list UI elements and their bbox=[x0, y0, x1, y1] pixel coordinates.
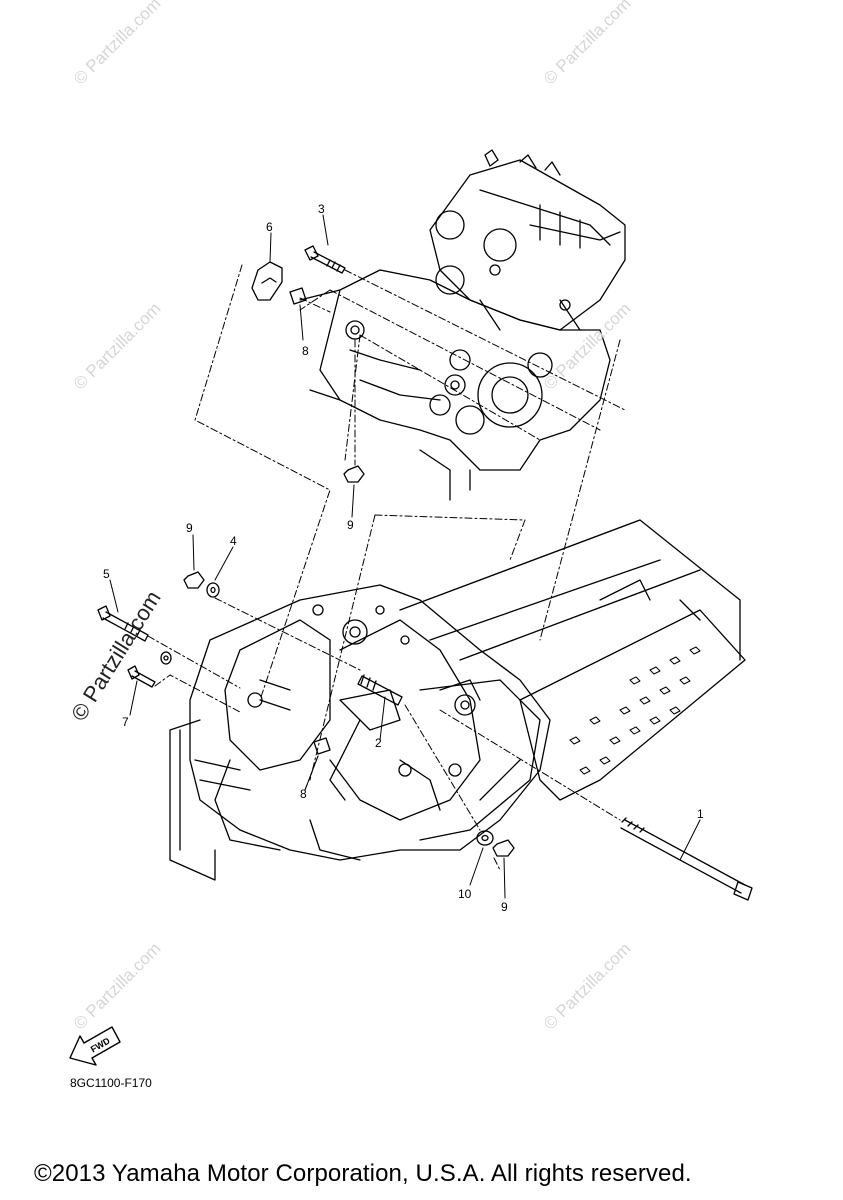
part-4-washer bbox=[206, 582, 220, 598]
callout-9-bottom: 9 bbox=[501, 900, 508, 914]
callout-5: 5 bbox=[103, 567, 110, 581]
callout-3: 3 bbox=[318, 202, 325, 216]
callout-4: 4 bbox=[230, 534, 237, 548]
parts bbox=[97, 245, 753, 901]
part-5-bolt bbox=[97, 605, 149, 642]
alignment-lines bbox=[147, 269, 626, 871]
engine-assembly bbox=[299, 149, 626, 501]
part-1-through-bolt bbox=[620, 817, 753, 901]
callout-2: 2 bbox=[375, 736, 382, 750]
fwd-arrow-icon bbox=[69, 1026, 121, 1066]
callout-8-mid: 8 bbox=[300, 787, 307, 801]
callout-1: 1 bbox=[697, 807, 704, 821]
callout-9-left: 9 bbox=[186, 521, 193, 535]
part-9-nut-left bbox=[183, 571, 205, 589]
callout-7: 7 bbox=[122, 715, 129, 729]
part-washer-left bbox=[160, 651, 172, 665]
part-9-nut-top bbox=[343, 465, 365, 483]
leader-lines bbox=[109, 214, 701, 899]
copyright-notice: ©2013 Yamaha Motor Corporation, U.S.A. A… bbox=[34, 1160, 692, 1187]
callout-8-top: 8 bbox=[302, 344, 309, 358]
diagram-code: 8GC1100-F170 bbox=[70, 1076, 152, 1090]
part-8-stud-top bbox=[289, 287, 307, 305]
part-6-bracket bbox=[251, 261, 283, 301]
frame-assembly bbox=[169, 519, 746, 881]
part-8-stud-mid bbox=[313, 737, 331, 755]
callout-6: 6 bbox=[266, 220, 273, 234]
part-9-nut-bottom bbox=[492, 839, 515, 857]
part-7-bolt bbox=[127, 665, 156, 688]
callout-10: 10 bbox=[458, 887, 472, 901]
part-10-washer bbox=[476, 830, 494, 846]
part-2-collar bbox=[357, 674, 403, 706]
part-3-bolt bbox=[304, 245, 346, 274]
engine-reference-frame bbox=[194, 264, 621, 781]
callout-9-top: 9 bbox=[347, 518, 354, 532]
